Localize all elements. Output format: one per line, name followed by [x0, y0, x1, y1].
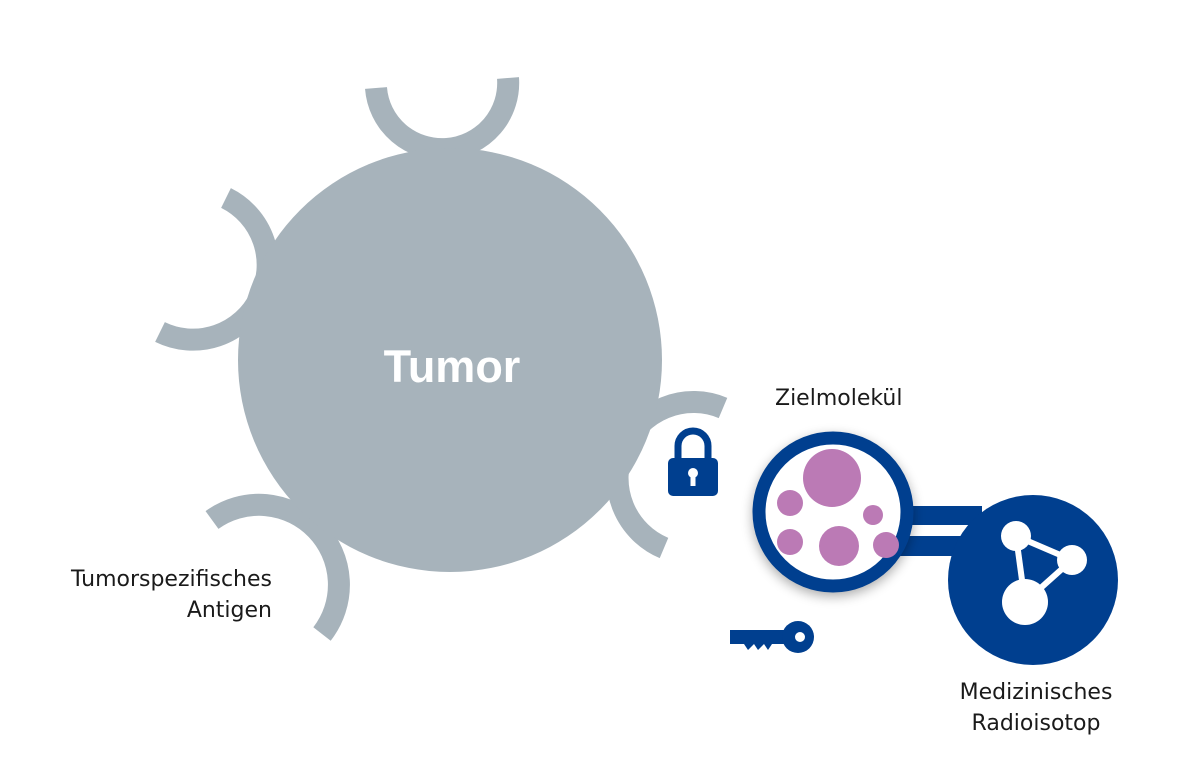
lock-icon	[668, 427, 718, 496]
target-molecule-label-text: Zielmolekül	[775, 386, 903, 411]
radioisotope-label-line2: Radioisotop	[971, 711, 1101, 736]
radioisotope-label: Medizinisches Radioisotop	[956, 677, 1116, 739]
antigen-label: Tumorspezifisches Antigen	[71, 564, 272, 626]
antigen-receptor-left-lower	[205, 493, 350, 641]
target-molecule-label: Zielmolekül	[775, 383, 903, 414]
target-molecule-particles	[777, 449, 899, 566]
tumor-title: Tumor	[384, 341, 521, 392]
target-molecule	[752, 431, 914, 593]
antigen-receptor-top	[365, 77, 520, 161]
tumor-cell	[238, 148, 662, 572]
radioisotope-disc	[948, 495, 1118, 665]
antigen-label-line2: Antigen	[186, 598, 272, 623]
molecule-network-icon	[1001, 521, 1087, 625]
radioisotope-label-line1: Medizinisches	[959, 680, 1113, 705]
key-icon	[730, 621, 814, 653]
antigen-label-line1: Tumorspezifisches	[71, 567, 272, 592]
